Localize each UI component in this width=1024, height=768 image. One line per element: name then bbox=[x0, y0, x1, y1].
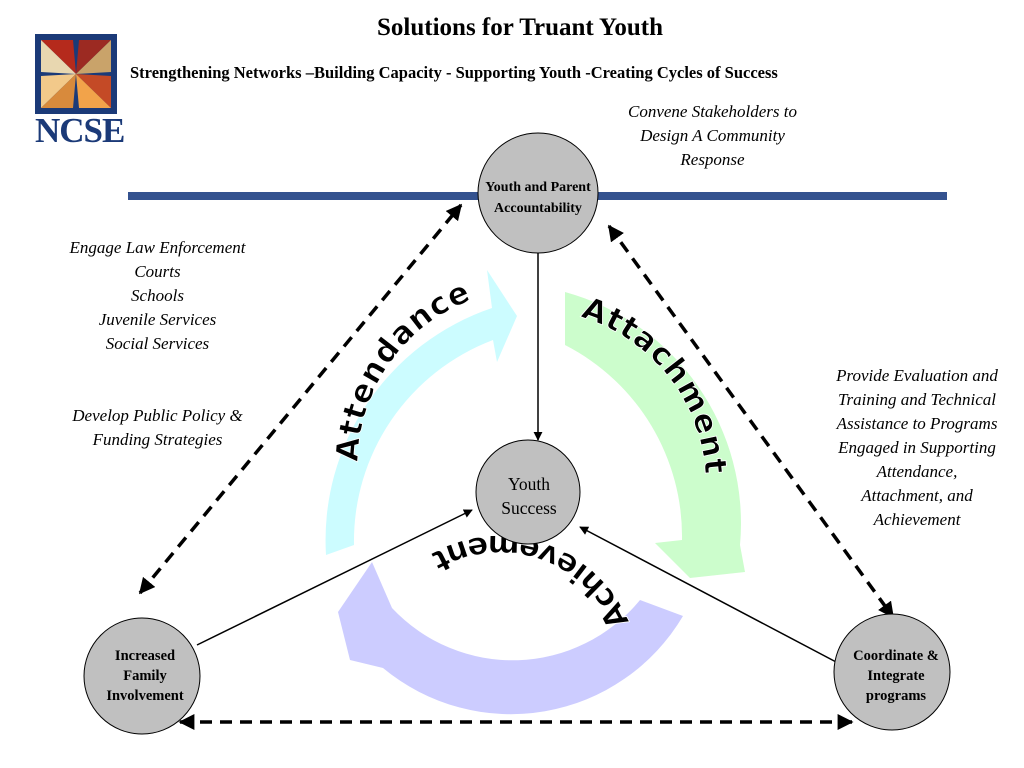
note-line: Response bbox=[680, 150, 745, 169]
node-accountability-label: Youth and Parent Accountability bbox=[458, 177, 618, 219]
node-family-involvement bbox=[83, 617, 201, 735]
logo-text: NCSE bbox=[35, 111, 125, 150]
node-label-line: Coordinate & bbox=[853, 648, 939, 664]
node-label-line: Integrate bbox=[867, 668, 925, 684]
node-label-line: Increased bbox=[114, 648, 176, 664]
note-line: Achievement bbox=[873, 510, 961, 529]
node-label-line: Involvement bbox=[106, 688, 184, 704]
page-title: Solutions for Truant Youth bbox=[377, 14, 663, 41]
node-family-involvement-label: Increased Family Involvement bbox=[84, 646, 206, 706]
achievement-arc bbox=[338, 562, 683, 715]
note-convene-stakeholders: Convene Stakeholders to Design A Communi… bbox=[600, 100, 825, 172]
dashed-arrow-right bbox=[607, 224, 895, 619]
node-coordinate-programs bbox=[833, 613, 951, 731]
note-line: Design A Community bbox=[640, 126, 785, 145]
dashed-arrow-left bbox=[138, 203, 463, 595]
note-line: Convene Stakeholders to bbox=[627, 102, 797, 121]
node-label-line: programs bbox=[865, 688, 927, 704]
attendance-arc bbox=[325, 270, 517, 555]
note-line: Attendance, bbox=[876, 462, 958, 481]
page-subtitle: Strengthening Networks –Building Capacit… bbox=[130, 63, 778, 82]
node-youth-success-label: Youth Success bbox=[470, 472, 588, 520]
node-label-line: Accountability bbox=[494, 201, 582, 216]
node-label-line: Youth bbox=[508, 474, 550, 494]
node-accountability bbox=[477, 132, 599, 254]
node-label-line: Youth and Parent bbox=[485, 180, 591, 195]
node-label-line: Success bbox=[501, 498, 557, 518]
node-youth-success bbox=[475, 439, 581, 545]
node-label-line: Family bbox=[123, 668, 167, 684]
node-coordinate-programs-label: Coordinate & Integrate programs bbox=[836, 646, 956, 706]
ncse-logo bbox=[35, 34, 117, 114]
